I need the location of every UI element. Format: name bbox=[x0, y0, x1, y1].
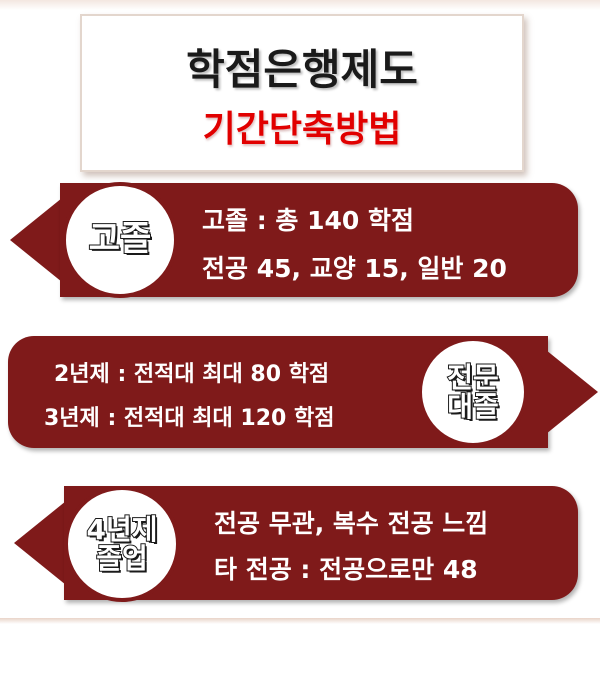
badge-circle: 고졸 bbox=[62, 182, 178, 298]
badge-label: 고졸 bbox=[88, 219, 153, 260]
badge-label: 대졸 bbox=[446, 390, 500, 423]
info-line: 전공 무관, 복수 전공 느낌 bbox=[214, 509, 489, 538]
info-line: 3년제 : 전적대 최대 120 학점 bbox=[44, 406, 335, 431]
bottom-frame-strip bbox=[0, 618, 600, 624]
info-line: 타 전공 : 전공으로만 48 bbox=[214, 555, 478, 584]
info-line: 2년제 : 전적대 최대 80 학점 bbox=[54, 362, 330, 387]
info-line: 전공 45, 교양 15, 일반 20 bbox=[202, 254, 507, 283]
info-line: 고졸 : 총 140 학점 bbox=[202, 206, 414, 235]
title-card: 학점은행제도 기간단축방법 bbox=[80, 14, 524, 172]
page-title: 학점은행제도 bbox=[186, 45, 418, 94]
badge-label: 전문 bbox=[446, 360, 500, 394]
arrow-left-icon bbox=[10, 198, 62, 282]
top-frame-strip bbox=[0, 0, 600, 10]
arrow-left-icon bbox=[14, 501, 66, 585]
page-subtitle: 기간단축방법 bbox=[202, 109, 402, 150]
badge-circle: 4년제 졸업 bbox=[64, 486, 180, 602]
arrow-right-icon bbox=[546, 350, 598, 434]
badge-label: 4년제 bbox=[85, 512, 158, 546]
badge-circle: 전문 대졸 bbox=[418, 337, 528, 447]
badge-label: 졸업 bbox=[95, 542, 149, 575]
